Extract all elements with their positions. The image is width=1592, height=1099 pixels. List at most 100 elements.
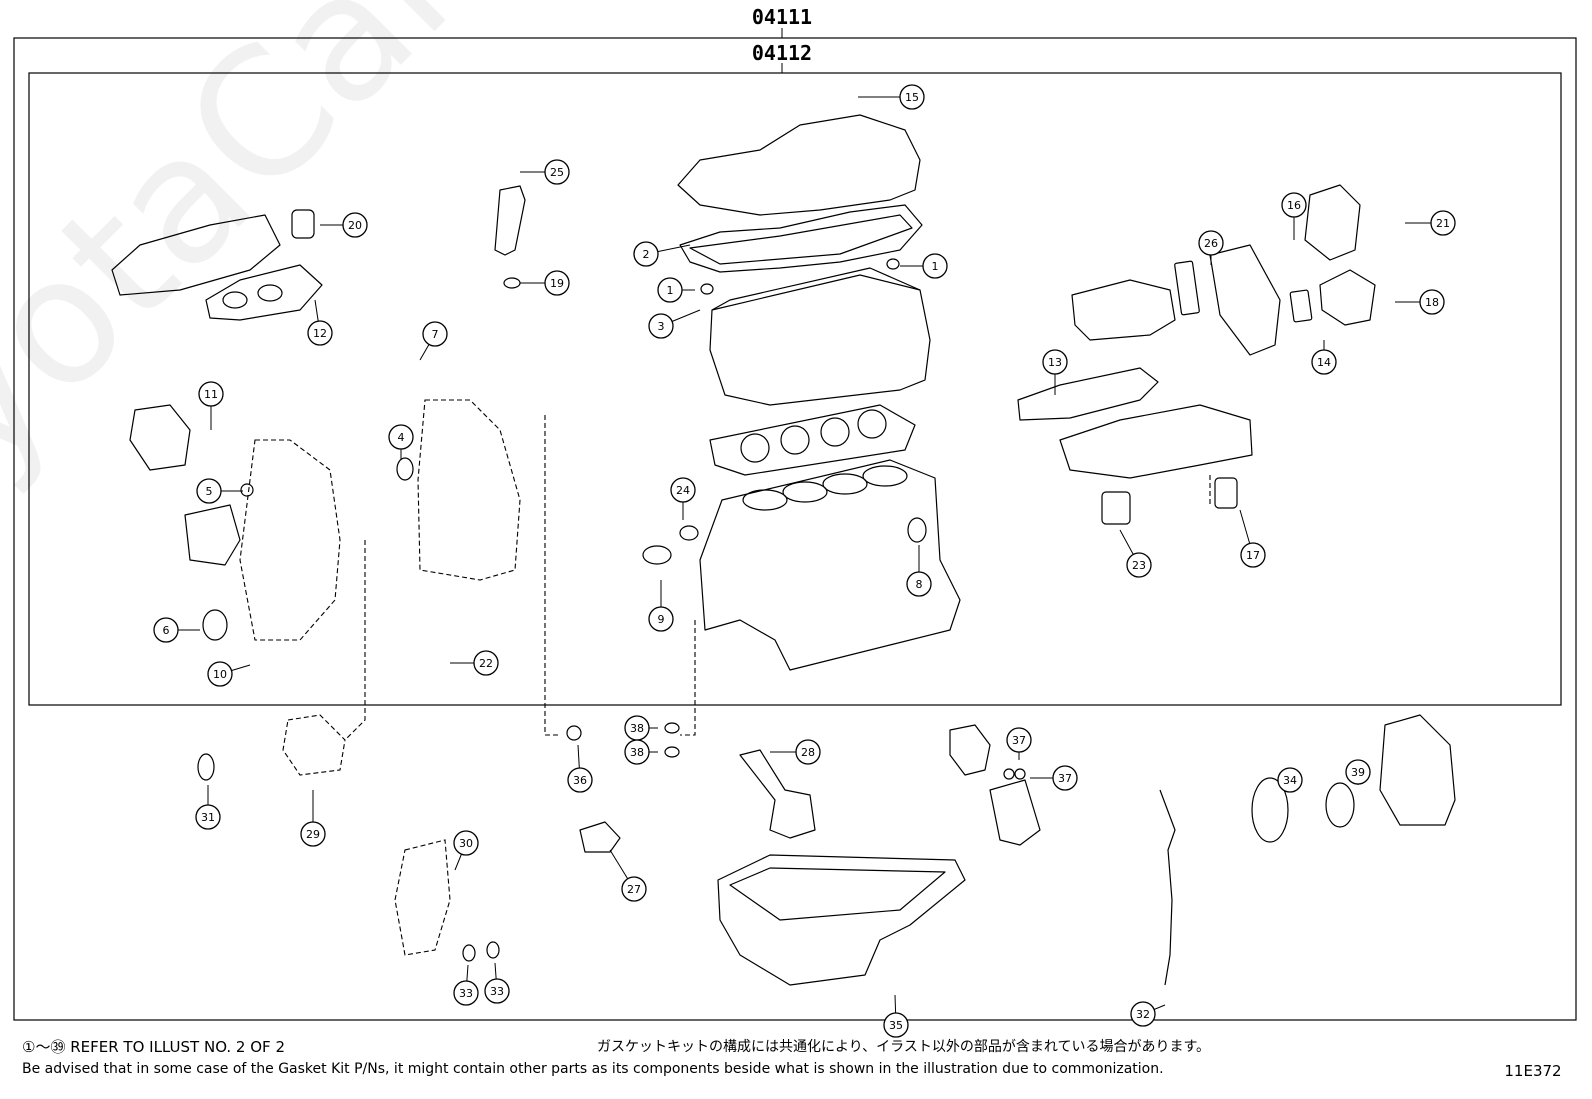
callout-8[interactable]: 8	[906, 545, 932, 597]
callout-number: 38	[630, 746, 644, 759]
callout-23[interactable]: 23	[1119, 529, 1152, 578]
callout-14[interactable]: 14	[1311, 340, 1337, 375]
callout-number: 8	[916, 578, 923, 591]
callout-number: 24	[676, 484, 690, 497]
callout-11[interactable]: 11	[198, 381, 224, 430]
callout-number: 29	[306, 828, 320, 841]
callout-number: 30	[459, 837, 473, 850]
callout-30[interactable]: 30	[453, 830, 479, 871]
callout-circle	[195, 804, 221, 830]
callout-37[interactable]: 37	[1006, 727, 1032, 760]
callout-number: 39	[1351, 766, 1365, 779]
callout-32[interactable]: 32	[1130, 1001, 1166, 1027]
callout-number: 1	[932, 260, 939, 273]
callout-20[interactable]: 20	[320, 212, 368, 238]
callout-number: 19	[550, 277, 564, 290]
callout-15[interactable]: 15	[858, 84, 925, 110]
callout-circle	[567, 767, 593, 793]
callout-circle	[207, 661, 233, 687]
head-cover-gasket-inner	[689, 214, 913, 265]
callout-2[interactable]: 2	[633, 241, 691, 267]
callout-39[interactable]: 39	[1345, 759, 1371, 785]
callout-37[interactable]: 37	[1030, 765, 1078, 791]
callout-35[interactable]: 35	[883, 994, 909, 1038]
callout-number: 33	[459, 987, 473, 1000]
callout-number: 3	[658, 320, 665, 333]
cylinder-head-top	[711, 267, 921, 311]
callout-4[interactable]: 4	[388, 424, 414, 460]
callout-27[interactable]: 27	[609, 849, 647, 902]
callout-circle	[1130, 1001, 1156, 1027]
callout-number: 35	[889, 1019, 903, 1032]
callout-number: 9	[658, 613, 665, 626]
callout-number: 18	[1425, 296, 1439, 309]
callout-17[interactable]: 17	[1239, 509, 1266, 568]
dipstick	[1159, 789, 1176, 986]
callout-38[interactable]: 38	[624, 715, 658, 741]
part-drawings	[111, 114, 1456, 986]
oil-filter-bracket	[949, 724, 991, 776]
callout-number: 33	[490, 985, 504, 998]
callout-circle	[922, 253, 948, 279]
callout-22[interactable]: 22	[450, 650, 499, 676]
callout-7[interactable]: 7	[419, 321, 448, 361]
callout-circle	[657, 277, 683, 303]
callout-6[interactable]: 6	[153, 617, 200, 643]
callout-33[interactable]: 33	[484, 962, 510, 1004]
turbo-housing	[1304, 184, 1361, 261]
callout-circle	[473, 650, 499, 676]
callout-circle	[1052, 765, 1078, 791]
callout-3[interactable]: 3	[648, 309, 701, 339]
callout-16[interactable]: 16	[1281, 192, 1307, 240]
callout-5[interactable]: 5	[196, 478, 243, 504]
callout-26[interactable]: 26	[1198, 230, 1224, 265]
callout-circle	[544, 270, 570, 296]
callout-number: 17	[1246, 549, 1260, 562]
callout-13[interactable]: 13	[1042, 349, 1068, 395]
callout-circle	[1419, 289, 1445, 315]
callout-number: 13	[1048, 356, 1062, 369]
callout-number: 1	[667, 284, 674, 297]
exhaust-manifold	[111, 214, 281, 296]
callout-number: 37	[1058, 772, 1072, 785]
rear-cover	[1379, 714, 1456, 826]
group-label-04111: 04111	[752, 5, 812, 29]
note-reference: ①～㊴ REFER TO ILLUST NO. 2 OF 2	[22, 1038, 285, 1056]
callout-31[interactable]: 31	[195, 785, 221, 830]
callout-number: 20	[348, 219, 362, 232]
callout-circle	[1042, 349, 1068, 375]
callout-21[interactable]: 21	[1405, 210, 1456, 236]
callout-36[interactable]: 36	[567, 744, 593, 793]
callout-number: 2	[643, 248, 650, 261]
callout-38[interactable]: 38	[624, 739, 658, 765]
group-label-04112: 04112	[752, 41, 812, 65]
callout-33[interactable]: 33	[453, 964, 479, 1006]
egr-cooler	[1209, 244, 1281, 356]
callout-28[interactable]: 28	[770, 739, 821, 765]
callout-circle	[307, 320, 333, 346]
callout-circle	[1430, 210, 1456, 236]
callout-1[interactable]: 1	[657, 277, 695, 303]
head-cover-gasket	[679, 204, 923, 273]
callout-circle	[1240, 542, 1266, 568]
callout-24[interactable]: 24	[670, 477, 696, 520]
callout-25[interactable]: 25	[520, 159, 570, 185]
callout-12[interactable]: 12	[307, 299, 333, 346]
oil-pan-inner	[729, 867, 946, 921]
callout-circle	[484, 978, 510, 1004]
callout-circle	[544, 159, 570, 185]
callout-29[interactable]: 29	[300, 790, 326, 847]
callout-number: 34	[1283, 774, 1297, 787]
callout-1[interactable]: 1	[900, 253, 948, 279]
intake-module	[1071, 279, 1176, 341]
callout-9[interactable]: 9	[648, 580, 674, 632]
callout-circle	[648, 606, 674, 632]
callout-10[interactable]: 10	[207, 661, 251, 687]
callout-19[interactable]: 19	[520, 270, 570, 296]
callout-34[interactable]: 34	[1277, 767, 1303, 793]
callout-18[interactable]: 18	[1395, 289, 1445, 315]
thermostat-housing	[579, 821, 621, 853]
callout-number: 4	[398, 431, 405, 444]
